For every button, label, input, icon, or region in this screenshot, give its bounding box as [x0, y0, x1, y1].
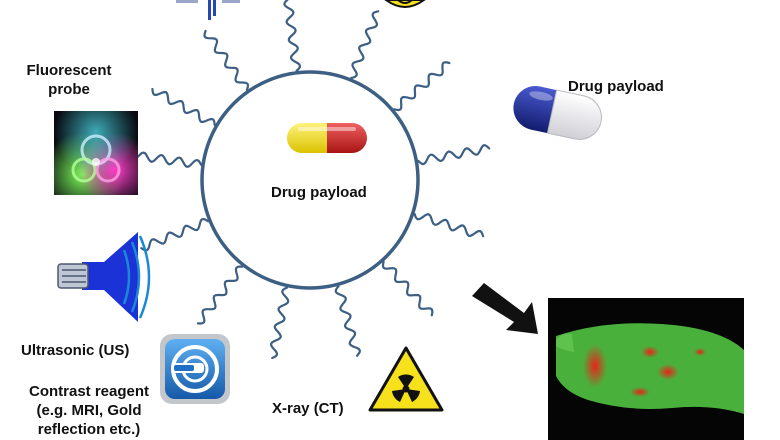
- fluorescent-probe-label: Fluorescent probe: [26, 62, 112, 98]
- ligand-chain: [203, 29, 250, 91]
- capsule-icon: [513, 86, 602, 140]
- gene-chart-icon: [176, 0, 240, 20]
- ligand-chain: [350, 10, 380, 80]
- drug-payload-outer-label: Drug payload: [568, 78, 664, 95]
- mri-scanner-icon: [160, 334, 230, 404]
- ultrasound-transducer-icon: [57, 232, 151, 322]
- ligand-chain: [393, 61, 451, 112]
- xray-label: X-ray (CT): [272, 400, 344, 417]
- ligand-chain: [196, 265, 244, 325]
- ligand-chain: [151, 87, 216, 127]
- capsule-icon: [287, 123, 367, 153]
- fluorescent-biohazard-icon: [54, 111, 138, 195]
- ligand-chain: [283, 0, 302, 72]
- ligand-chains: [128, 0, 491, 360]
- ligand-chain: [381, 260, 434, 317]
- arrow-icon: [472, 283, 538, 334]
- ultrasonic-label: Ultrasonic (US): [21, 342, 130, 359]
- ligand-chain: [269, 286, 290, 360]
- radiation-badge-icon: [384, 0, 426, 8]
- radiation-warning-icon: [368, 346, 444, 412]
- contrast-reagent-label: Contrast reagent (e.g. MRI, Gold reflect…: [28, 383, 150, 438]
- ligand-chain: [140, 217, 210, 252]
- fluorescent-mouse-image: [548, 298, 744, 440]
- nanoparticle-circle: [200, 70, 420, 290]
- ligand-chain: [413, 212, 485, 238]
- drug-payload-center-label: Drug payload: [271, 184, 367, 201]
- ligand-chain: [128, 151, 203, 168]
- ligand-chain: [417, 144, 491, 166]
- ligand-chain: [334, 285, 361, 357]
